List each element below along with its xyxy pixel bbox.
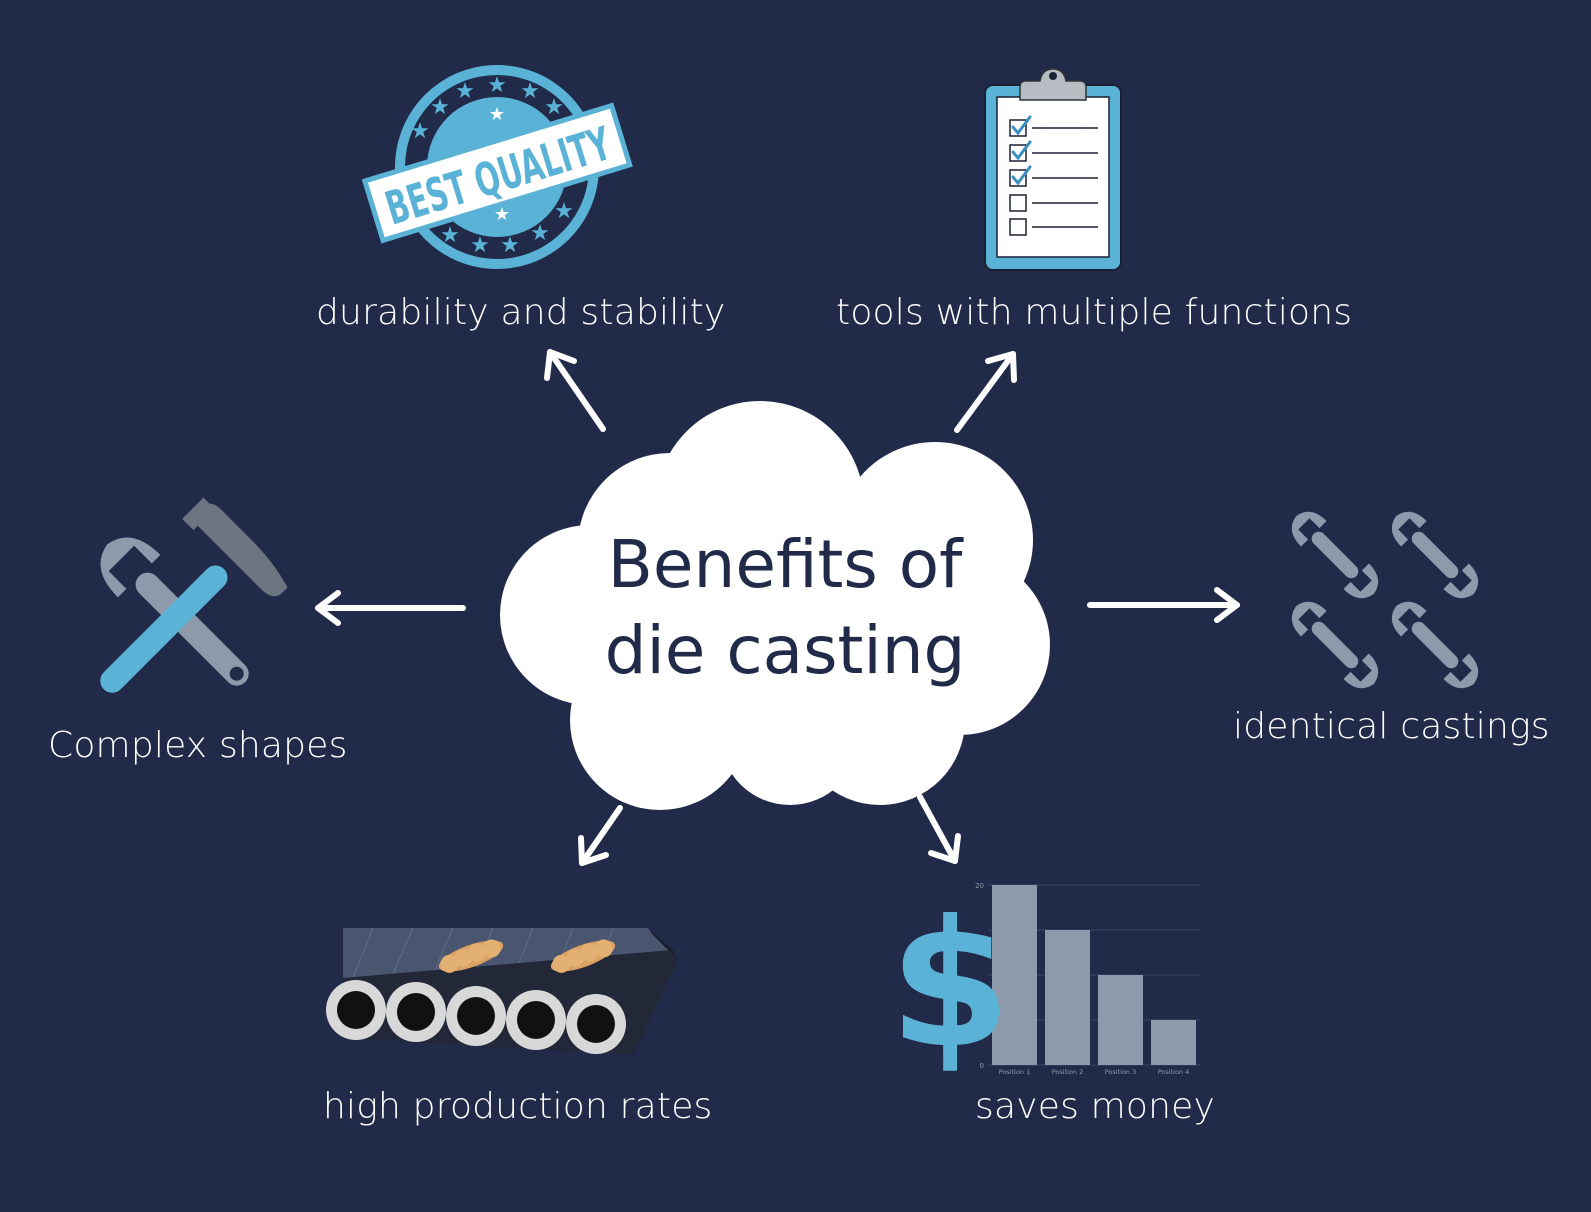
label-shapes: Complex shapes [48,725,348,766]
y-tick-bottom: 0 [980,1062,984,1070]
mini-chart-x-label: Position 1 [999,1068,1031,1076]
title-line-1: Benefits of [607,526,963,603]
dollar-bar-chart-icon: 20 0 Position 1 Position 2 Position 3 Posit… [889,882,1200,1087]
mini-chart-x-label: Position 4 [1158,1068,1190,1076]
arrow-to-shapes [315,590,466,626]
svg-text:★: ★ [487,73,507,98]
label-identical: identical castings [1233,706,1550,747]
svg-text:★: ★ [554,199,574,224]
dollar-sign: $ [889,884,1011,1087]
svg-text:★: ★ [500,233,520,258]
wrenches-icon [1283,503,1487,697]
label-durability: durability and stability [316,292,726,333]
svg-text:★: ★ [455,79,475,104]
label-money: saves money [975,1086,1216,1127]
conveyor-belt-icon [326,927,678,1055]
svg-text:★: ★ [544,95,564,120]
svg-text:★: ★ [430,95,450,120]
mini-chart-x-label: Position 3 [1105,1068,1137,1076]
central-title: Benefits of die casting [545,520,1025,710]
hammer-wrench-icon [100,497,288,693]
mini-chart-bar [1151,1020,1196,1065]
arrow-to-durability [544,349,606,432]
label-production: high production rates [323,1086,713,1127]
arrow-to-production [578,805,623,866]
label-tools: tools with multiple functions [836,292,1353,333]
title-line-2: die casting [604,612,966,689]
best-quality-stamp-icon: ★★★ ★★ ★ ★★★★ ★ ★ ★ BEST QUALITY [361,65,633,269]
svg-text:★: ★ [530,221,550,246]
arrow-to-money [917,794,961,864]
svg-text:★: ★ [494,204,510,225]
mini-chart-bar [992,885,1037,1065]
svg-text:★: ★ [410,119,430,144]
svg-text:★: ★ [489,104,505,125]
mini-chart-bar [1098,975,1143,1065]
clipboard-checklist-icon [984,68,1122,271]
y-tick-top: 20 [975,882,984,890]
svg-text:★: ★ [520,79,540,104]
mini-chart-x-label: Position 2 [1052,1068,1084,1076]
svg-text:★: ★ [440,223,460,248]
arrow-to-tools [954,351,1017,433]
mini-chart-bar [1045,930,1090,1065]
arrow-to-identical [1087,587,1240,623]
svg-text:★: ★ [470,233,490,258]
